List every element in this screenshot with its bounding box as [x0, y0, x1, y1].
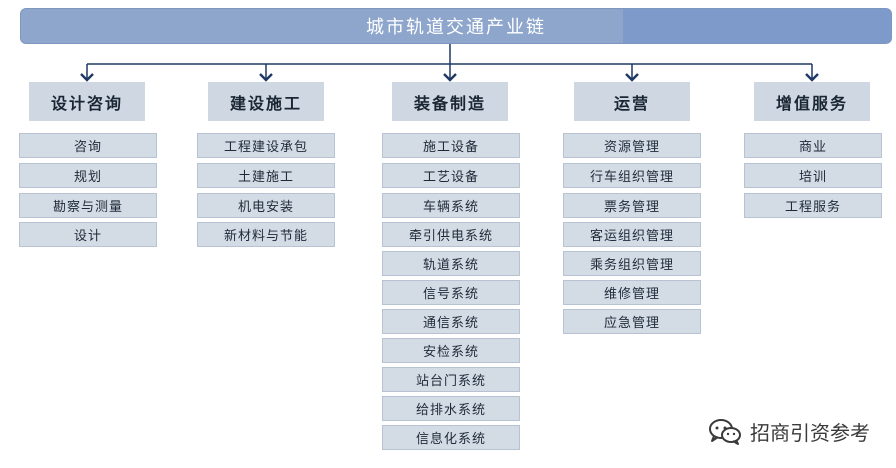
item-operation-5: 乘务组织管理 [563, 251, 701, 276]
item-value-added-2: 培训 [744, 163, 882, 188]
category-equipment-manufacturing: 装备制造 [392, 82, 508, 121]
item-equipment-9: 站台门系统 [382, 367, 520, 392]
watermark: 招商引资参考 [708, 417, 870, 446]
item-construction-3: 机电安装 [197, 193, 335, 218]
item-equipment-1: 施工设备 [382, 133, 520, 158]
item-construction-1: 工程建设承包 [197, 133, 335, 158]
item-operation-2: 行车组织管理 [563, 163, 701, 188]
item-equipment-6: 信号系统 [382, 280, 520, 305]
category-value-added-services: 增值服务 [754, 82, 870, 121]
item-operation-3: 票务管理 [563, 193, 701, 218]
category-construction: 建设施工 [208, 82, 324, 121]
category-operation: 运营 [574, 82, 690, 121]
item-operation-6: 维修管理 [563, 280, 701, 305]
item-equipment-11: 信息化系统 [382, 425, 520, 450]
item-equipment-10: 给排水系统 [382, 396, 520, 421]
item-equipment-7: 通信系统 [382, 309, 520, 334]
item-equipment-4: 牵引供电系统 [382, 222, 520, 247]
item-operation-4: 客运组织管理 [563, 222, 701, 247]
item-design-consulting-3: 勘察与测量 [19, 193, 157, 218]
item-design-consulting-1: 咨询 [19, 133, 157, 158]
item-value-added-3: 工程服务 [744, 193, 882, 218]
chain-title: 城市轨道交通产业链 [366, 17, 546, 38]
item-value-added-1: 商业 [744, 133, 882, 158]
item-construction-4: 新材料与节能 [197, 222, 335, 247]
item-equipment-2: 工艺设备 [382, 163, 520, 188]
item-equipment-3: 车辆系统 [382, 193, 520, 218]
watermark-text: 招商引资参考 [750, 421, 870, 445]
category-design-consulting: 设计咨询 [29, 82, 145, 121]
item-equipment-5: 轨道系统 [382, 251, 520, 276]
item-construction-2: 土建施工 [197, 163, 335, 188]
item-design-consulting-2: 规划 [19, 163, 157, 188]
wechat-icon [709, 418, 741, 445]
item-operation-7: 应急管理 [563, 309, 701, 334]
item-operation-1: 资源管理 [563, 133, 701, 158]
item-design-consulting-4: 设计 [19, 222, 157, 247]
chain-title-bar: 城市轨道交通产业链 [20, 8, 892, 44]
title-bar-overlay [623, 9, 891, 43]
item-equipment-8: 安检系统 [382, 338, 520, 363]
